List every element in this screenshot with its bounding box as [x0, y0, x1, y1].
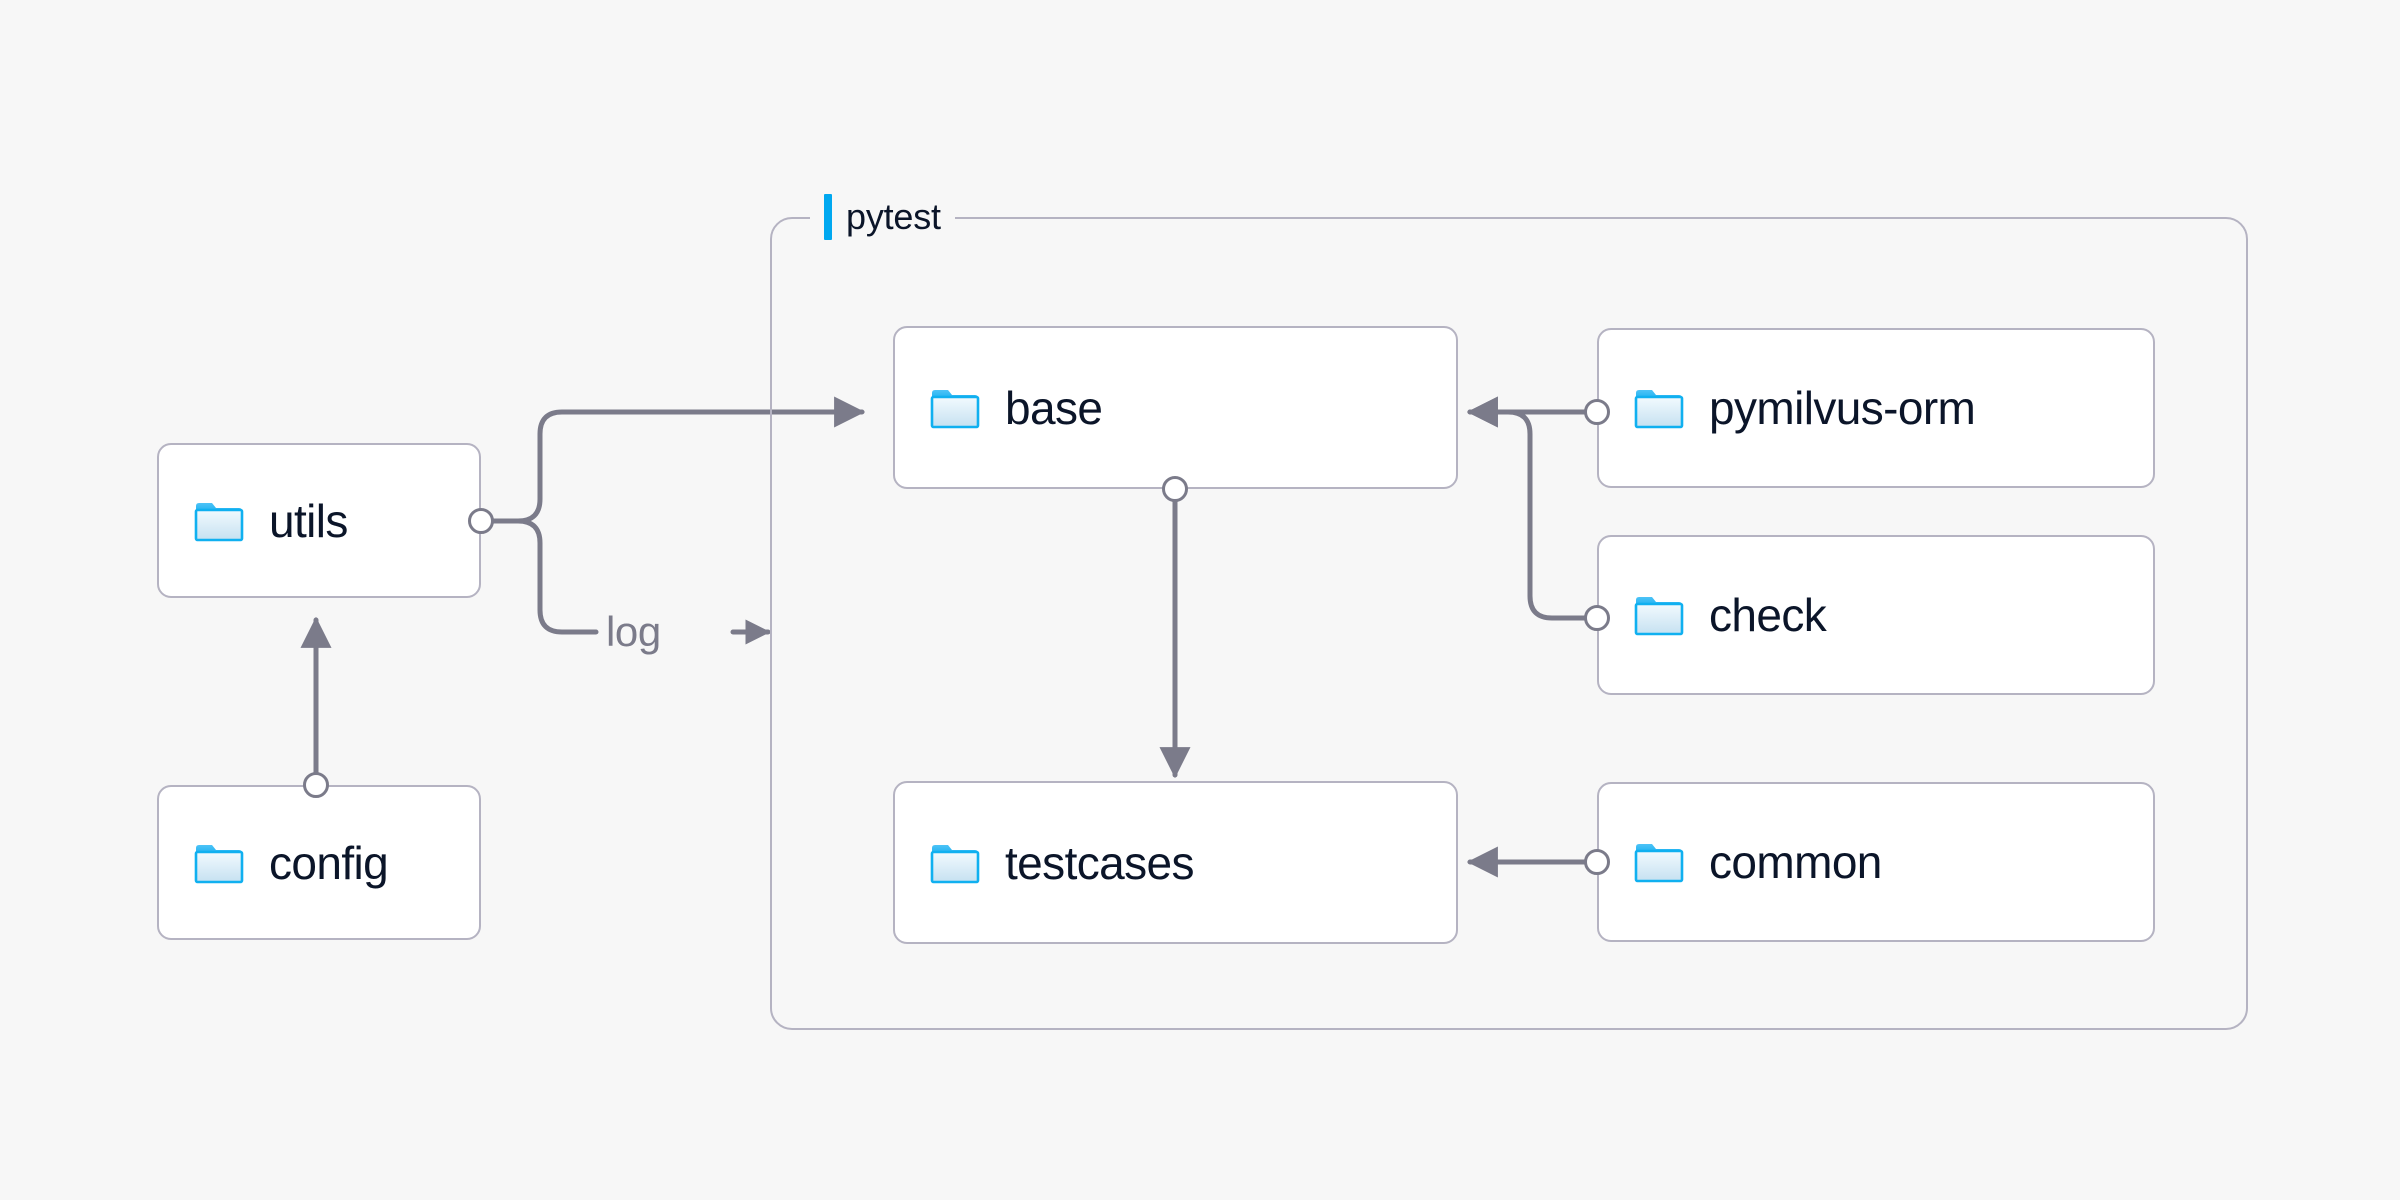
node-base-label: base: [1005, 381, 1103, 434]
folder-icon: [930, 389, 980, 428]
node-pymilvus-orm-label: pymilvus-orm: [1709, 382, 1976, 434]
folder-icon: [1634, 597, 1684, 636]
group-accent-bar: [824, 194, 832, 240]
group-pytest[interactable]: [770, 217, 2248, 1030]
node-testcases-label: testcases: [1005, 836, 1195, 889]
group-pytest-title: pytest: [846, 196, 941, 237]
node-utils-label: utils: [269, 494, 348, 547]
node-check[interactable]: check: [1597, 535, 2155, 695]
edge-label-log[interactable]: log: [606, 611, 661, 653]
node-common[interactable]: common: [1597, 782, 2155, 942]
node-config[interactable]: config: [157, 785, 481, 940]
folder-icon: [194, 502, 244, 541]
node-pymilvus-orm[interactable]: pymilvus-orm: [1597, 328, 2155, 488]
node-common-label: common: [1709, 836, 1882, 888]
group-pytest-label: pytest: [810, 194, 955, 240]
node-base[interactable]: base: [893, 326, 1458, 489]
node-utils[interactable]: utils: [157, 443, 481, 598]
node-check-label: check: [1709, 589, 1827, 641]
edge-label-log-text: log: [606, 608, 661, 655]
node-config-label: config: [269, 836, 389, 889]
folder-icon: [1634, 844, 1684, 883]
node-testcases[interactable]: testcases: [893, 781, 1458, 944]
folder-icon: [930, 844, 980, 883]
folder-icon: [1634, 390, 1684, 429]
folder-icon: [194, 844, 244, 883]
